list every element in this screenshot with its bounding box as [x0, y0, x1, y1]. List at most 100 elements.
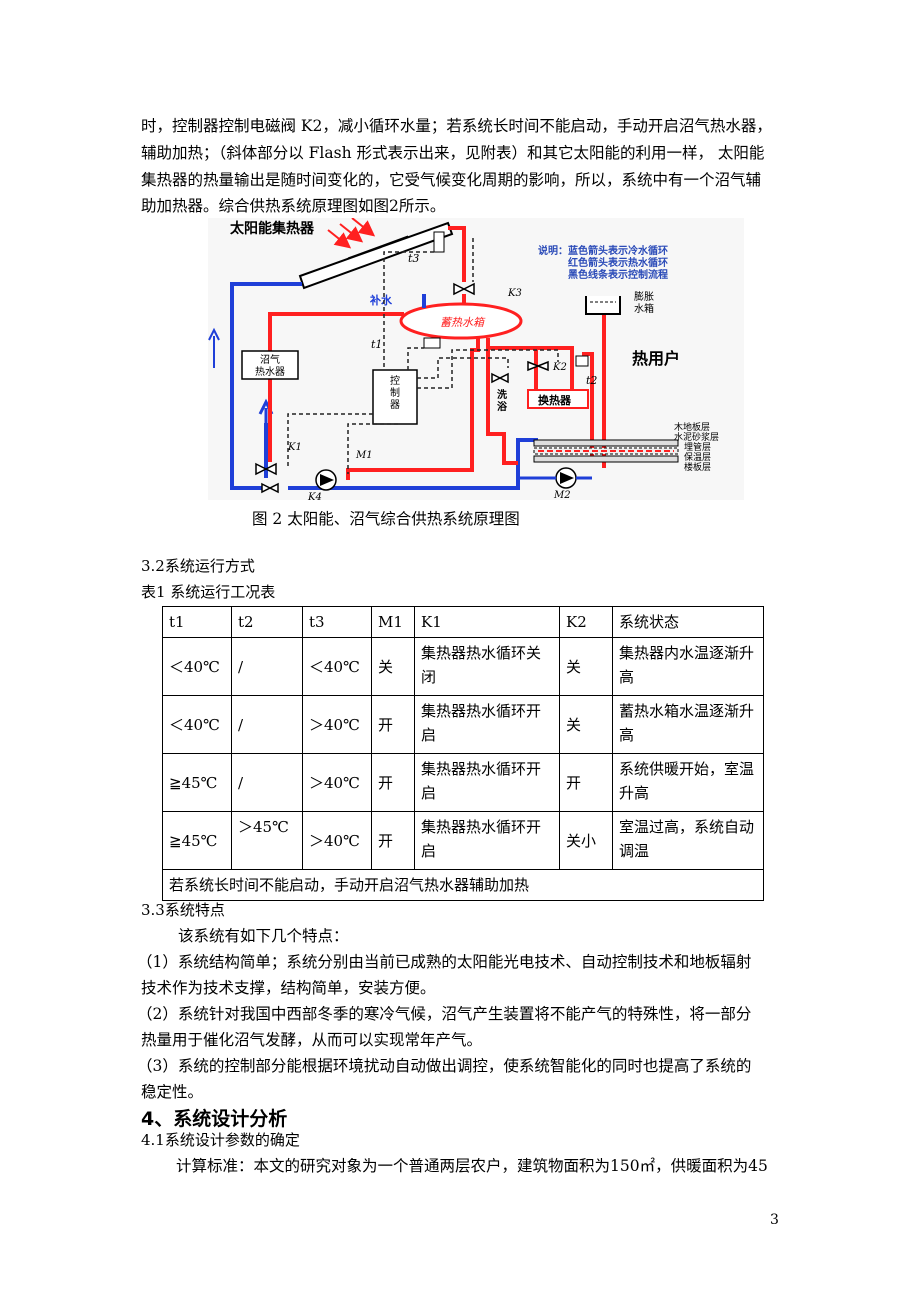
paragraph-line: 稳定性。 [141, 1083, 204, 1101]
legend-item: 红色箭头表示热水循环 [568, 256, 668, 269]
table-header-cell: M1 [371, 606, 415, 638]
table-cell: 集热器内水温逐渐升高 [612, 637, 764, 696]
table-cell: ＞40℃ [302, 695, 372, 754]
table-cell: 系统供暖开始，室温升高 [612, 753, 764, 812]
table-cell: / [231, 695, 303, 754]
table-header-cell: K1 [414, 606, 560, 638]
operation-table: t1 t2 t3 M1 K1 K2 系统状态 ＜40℃ / ＜40℃ 关 集热器… [162, 606, 764, 901]
table-cell: 室温过高，系统自动调温 [612, 811, 764, 870]
table-cell: ＞40℃ [302, 811, 372, 870]
t2-sensor [575, 355, 589, 367]
paragraph-line: 助加热器。综合供热系统原理图如图2所示。 [141, 197, 446, 215]
m2-label: M2 [553, 490, 571, 500]
table-cell: 关小 [559, 811, 613, 870]
t3-sensor [433, 231, 445, 253]
k4-label: K4 [307, 492, 322, 500]
table-cell: 集热器热水循环开启 [414, 695, 560, 754]
storage-tank [399, 302, 523, 340]
table-cell: ＜40℃ [162, 637, 232, 696]
biogas-heater-label: 沼气热水器 [255, 353, 285, 378]
storage-tank-label: 蓄热水箱 [440, 316, 486, 329]
table-header-row: t1 t2 t3 M1 K1 K2 系统状态 [162, 606, 764, 638]
valve-k2-icon [527, 360, 549, 372]
table-cell: 关 [371, 637, 415, 696]
m1-label: M1 [355, 450, 373, 461]
figure-caption: 图 2 太阳能、沼气综合供热系统原理图 [252, 510, 520, 528]
table-row: ＜40℃ / ＜40℃ 关 集热器热水循环关闭 关 集热器内水温逐渐升高 [162, 637, 764, 696]
valve-k3-icon [453, 282, 475, 296]
heat-user-label: 热用户 [632, 349, 680, 368]
page-number: 3 [770, 1212, 779, 1228]
table-cell: ≧45℃ [162, 753, 232, 812]
table-cell: ＞45℃ [231, 811, 303, 870]
t2-label: t2 [586, 374, 597, 387]
table-cell: 集热器热水循环开启 [414, 811, 560, 870]
flow-arrow-icon [208, 327, 220, 368]
legend-item: 说明：蓝色箭头表示冷水循环 [538, 244, 668, 257]
paragraph-line: 技术作为技术支撑，结构简单，安装方便。 [141, 979, 436, 997]
paragraph-line: 计算标准：本文的研究对象为一个普通两层农户，建筑物面积为150㎡，供暖面积为45 [176, 1157, 768, 1175]
k3-label: K3 [507, 288, 522, 299]
table-cell: 关 [559, 695, 613, 754]
table-header-cell: t2 [231, 606, 303, 638]
section-title: 4.1系统设计参数的确定 [141, 1131, 300, 1149]
floor-layer-label: 木地板层 [674, 421, 710, 433]
floor-layer-label: 保温层 [684, 451, 711, 463]
controller-label: 控制器 [390, 374, 400, 411]
table-row: ≧45℃ ＞45℃ ＞40℃ 开 集热器热水循环开启 关小 室温过高，系统自动调… [162, 811, 764, 870]
heat-exchanger-label: 换热器 [538, 393, 572, 407]
floor-layer-label: 水泥砂浆层 [674, 431, 719, 443]
table-cell: ＞40℃ [302, 753, 372, 812]
pump-m2-icon [555, 467, 577, 489]
floor-heating-layers [533, 439, 679, 463]
paragraph-line: （1）系统结构简单；系统分别由当前已成熟的太阳能光电技术、自动控制技术和地板辐射 [137, 953, 752, 971]
floor-layer-label: 埋管层 [684, 441, 711, 453]
t1-sensor [423, 337, 441, 349]
table-cell: ＜40℃ [302, 637, 372, 696]
table-header-cell: t1 [162, 606, 232, 638]
t1-label: t1 [371, 338, 382, 351]
table-footer-row: 若系统长时间不能启动，手动开启沼气热水器辅助加热 [162, 869, 764, 901]
legend-item: 黑色线条表示控制流程 [568, 268, 668, 281]
table-cell: 集热器热水循环关闭 [414, 637, 560, 696]
pump-m1-icon [315, 469, 337, 491]
table-cell: ≧45℃ [162, 811, 232, 870]
paragraph-line: 集热器的热量输出是随时间变化的，它受气候变化周期的影响，所以，系统中有一个沼气辅 [141, 171, 762, 189]
paragraph-line: （3）系统的控制部分能根据环境扰动自动做出调控，使系统智能化的同时也提高了系统的 [137, 1057, 752, 1075]
table-header-cell: K2 [559, 606, 613, 638]
table-row: ≧45℃ / ＞40℃ 开 集热器热水循环开启 开 系统供暖开始，室温升高 [162, 753, 764, 812]
expansion-tank [585, 296, 621, 315]
paragraph-line: （2）系统针对我国中西部冬季的寒冷气候，沼气产生装置将不能产气的特殊性，将一部分 [137, 1005, 752, 1023]
solar-collector [298, 221, 454, 290]
k2-label: K2 [552, 362, 567, 373]
paragraph-line: 辅助加热；（斜体部分以 Flash 形式表示出来，见附表）和其它太阳能的利用一样… [141, 144, 765, 162]
bath-label: 洗浴 [497, 388, 508, 413]
table-header-cell: t3 [302, 606, 372, 638]
table-cell: 集热器热水循环开启 [414, 753, 560, 812]
table-header-cell: 系统状态 [612, 606, 764, 638]
section-heading: 4、系统设计分析 [141, 1108, 288, 1130]
biogas-heater [241, 350, 299, 380]
t3-label: t3 [408, 252, 419, 265]
table-row: ＜40℃ / ＞40℃ 开 集热器热水循环开启 关 蓄热水箱水温逐渐升高 [162, 695, 764, 754]
diagram-legend: 说明：蓝色箭头表示冷水循环 红色箭头表示热水循环 黑色线条表示控制流程 [538, 244, 668, 281]
table-cell: 开 [559, 753, 613, 812]
table-cell: ＜40℃ [162, 695, 232, 754]
k1-label: K1 [287, 442, 302, 453]
paragraph-line: 该系统有如下几个特点： [178, 927, 349, 945]
table-cell: 开 [371, 695, 415, 754]
expansion-tank-label: 膨胀水箱 [634, 290, 654, 315]
makeup-water-label: 补水 [369, 293, 393, 307]
table-cell: 开 [371, 811, 415, 870]
table-footer-cell: 若系统长时间不能启动，手动开启沼气热水器辅助加热 [162, 869, 764, 901]
table-cell: 开 [371, 753, 415, 812]
table-cell: / [231, 753, 303, 812]
table-cell: 蓄热水箱水温逐渐升高 [612, 695, 764, 754]
collector-label: 太阳能集热器 [230, 220, 315, 237]
valve-k1-icon [255, 462, 277, 476]
heat-exchanger [527, 389, 589, 409]
valve-bath-icon [491, 372, 509, 384]
section-title: 3.2系统运行方式 [141, 557, 255, 575]
table-cell: / [231, 637, 303, 696]
table-cell: 关 [559, 637, 613, 696]
